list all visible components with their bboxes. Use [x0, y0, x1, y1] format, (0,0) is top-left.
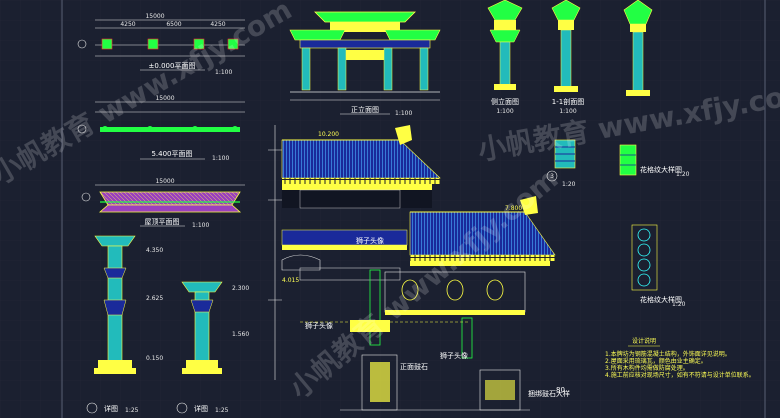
bracket-num: 80 — [556, 386, 565, 394]
plan2-scale: 1:100 — [212, 155, 229, 162]
beast-head-label-3: 狮子头像 — [440, 351, 468, 360]
notes-line-2: 2.屋面采用琉璃瓦，颜色由业主确定。 — [605, 357, 707, 365]
detail3-label: 3 — [550, 173, 554, 180]
beast-head-label-2: 狮子头像 — [305, 321, 333, 330]
section-title: 1-1剖面图 — [552, 97, 584, 106]
front-elevation: 正立面图 1:100 — [289, 11, 441, 117]
sec-h2: 7.800 — [505, 205, 522, 212]
dim-plan1-a: 4250 — [120, 21, 135, 28]
notes-title: 设计说明 — [632, 337, 656, 345]
pillar2-scale: 1:25 — [215, 407, 229, 414]
pillar2-h1: 2.300 — [232, 285, 249, 292]
pattern-detail-1-scale: 1:20 — [676, 171, 690, 178]
drum-stone-label: 正面鼓石 — [400, 362, 428, 371]
section-elevation: 1-1剖面图 1:100 — [551, 0, 584, 115]
notes-line-3: 3.所有木构件均需做防腐处理。 — [605, 364, 689, 372]
front-elevation-title: 正立面图 — [351, 105, 379, 114]
side-elevation: 侧立面图 1:100 — [487, 0, 523, 115]
pattern-detail-2-title: 花格纹大样图 — [640, 295, 682, 304]
pillar-h3: 0.150 — [146, 355, 163, 362]
detail-3: 3 1:20 — [546, 139, 576, 188]
plan-5400: 15000 5.400平面图 1:100 — [77, 95, 245, 162]
sec-h1: 10.200 — [318, 131, 339, 138]
pillar-detail-2: 2.300 1.560 详图 1:25 — [176, 281, 249, 414]
plan1-title: ±0.000平面图 — [149, 62, 196, 70]
design-notes: 设计说明 1.本牌坊为钢筋混凝土结构，外饰面详见说明。 2.屋面采用琉璃瓦，颜色… — [605, 337, 755, 379]
tall-column-elevation — [623, 0, 653, 96]
front-elevation-scale: 1:100 — [395, 110, 412, 117]
roof-plan-scale: 1:100 — [192, 222, 209, 229]
side-elevation-title: 侧立面图 — [491, 97, 519, 106]
notes-line-4: 4.施工前应核对现场尺寸，如有不符请与设计单位联系。 — [605, 371, 755, 379]
pillar-h2: 2.625 — [146, 295, 163, 302]
side-elevation-scale: 1:100 — [496, 108, 513, 115]
pattern-detail-2: 花格纹大样图 1:20 — [631, 224, 686, 308]
plan2-title: 5.400平面图 — [151, 150, 192, 158]
pillar2-h2: 1.560 — [232, 331, 249, 338]
pillar-detail-1: 4.350 2.625 0.150 详图 1:25 — [86, 235, 163, 414]
pillar-h1: 4.350 — [146, 247, 163, 254]
plan1-scale: 1:100 — [215, 69, 232, 76]
beast-head-label-1: 狮子头像 — [356, 236, 384, 245]
dim-plan2-total: 15000 — [155, 95, 174, 102]
pillar1-scale: 1:25 — [125, 407, 139, 414]
dim-plan1-b: 6500 — [166, 21, 181, 28]
bracket-title: 捆绑鼓石大样 — [528, 389, 570, 398]
sec-h3: 4.015 — [282, 277, 299, 284]
dim-plan1-c: 4250 — [210, 21, 225, 28]
detail3-scale: 1:20 — [562, 181, 576, 188]
section-1-1: 10.200 7.800 4.015 — [268, 125, 570, 411]
pattern-detail-2-scale: 1:20 — [672, 301, 686, 308]
pattern-detail-1: 花格纹大样图 1:20 — [619, 144, 690, 178]
pillar1-title: 详图 — [104, 404, 118, 413]
dim-roof-total: 15000 — [155, 178, 174, 185]
section-scale: 1:100 — [559, 108, 576, 115]
roof-plan-title: 屋顶平面图 — [145, 218, 180, 226]
plan-0000: 15000 4250 6500 4250 ±0.000平面图 1:100 — [77, 13, 245, 76]
pattern-detail-1-title: 花格纹大样图 — [640, 165, 682, 174]
roof-plan: 15000 屋顶平面图 1:100 — [81, 178, 245, 229]
pillar2-title: 详图 — [194, 404, 208, 413]
dim-top-total: 15000 — [145, 13, 164, 20]
notes-line-1: 1.本牌坊为钢筋混凝土结构，外饰面详见说明。 — [605, 350, 731, 358]
